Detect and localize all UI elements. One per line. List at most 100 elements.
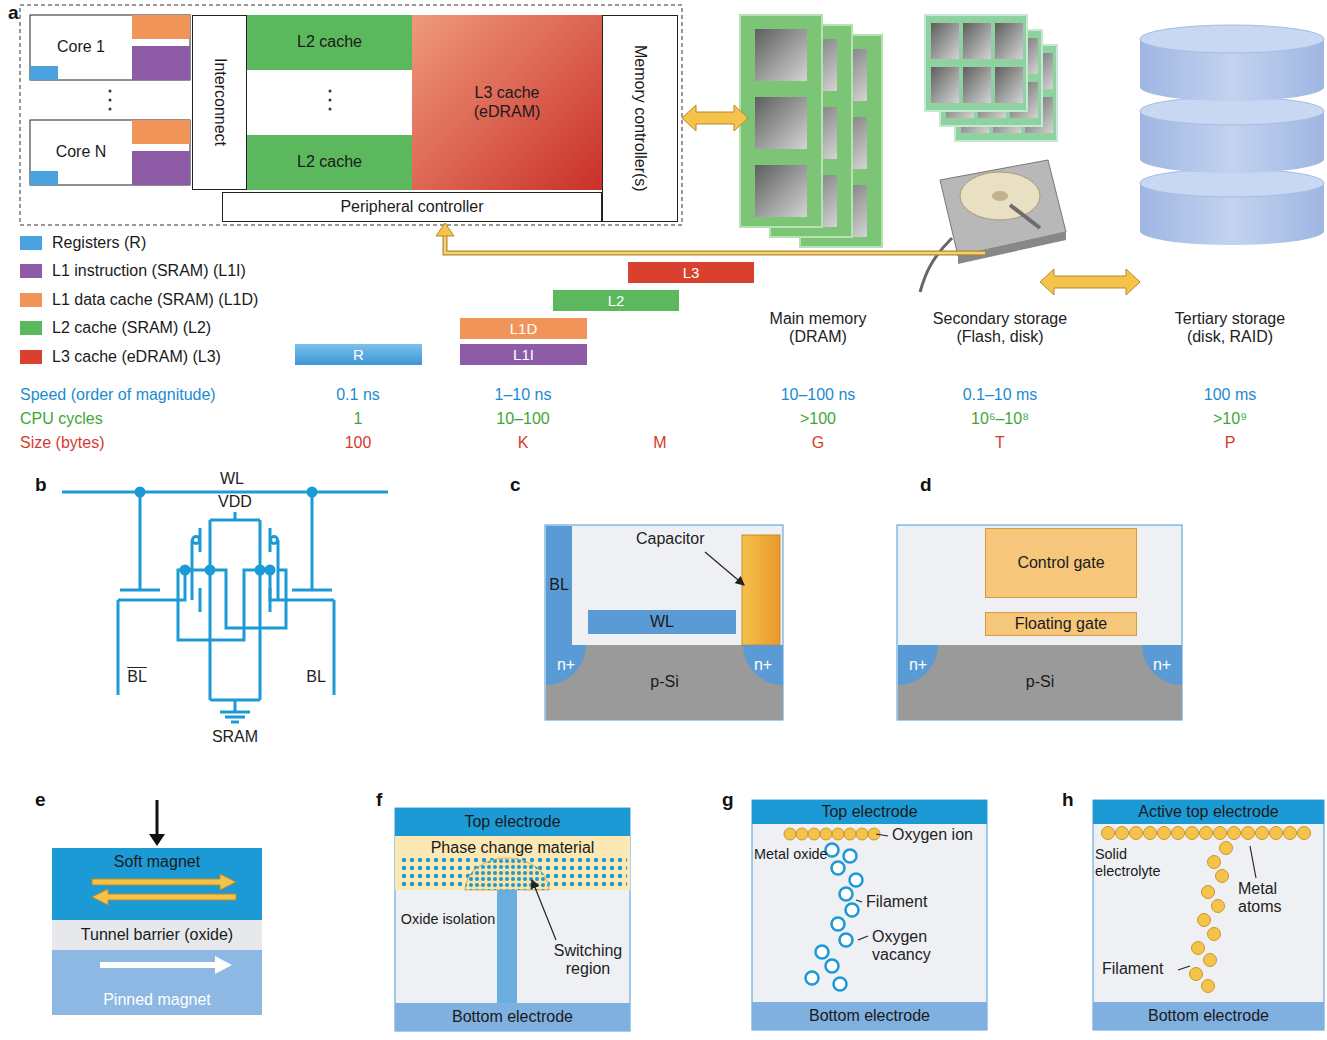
- dram-cell: [545, 525, 783, 720]
- electrode: Top electrode: [752, 800, 987, 824]
- annotation-label: 1: [258, 410, 458, 428]
- node-text: Floating gate: [1015, 615, 1108, 633]
- oxide-region: Oxide isolation: [398, 896, 498, 942]
- latency-bar: L1D: [460, 318, 587, 339]
- annotation-label: 10⁶–10⁸: [900, 410, 1100, 428]
- metal-atom: [1116, 827, 1129, 840]
- legend-swatch: [20, 264, 42, 278]
- mtj-stack: [52, 800, 262, 1015]
- oxygen-ion: [820, 828, 832, 840]
- annotation-label: BL: [37, 668, 237, 686]
- panel-letter: c: [510, 474, 521, 496]
- oxygen-ion: [808, 828, 820, 840]
- oxygen-vacancy: [840, 888, 853, 901]
- metal-atom: [1198, 914, 1211, 927]
- metal-atom: [1202, 886, 1215, 899]
- electrode: Top electrode: [395, 808, 630, 836]
- oxygen-vacancy: [850, 874, 863, 887]
- node-text: Pinned magnet: [103, 991, 211, 1009]
- metal-atom: [1220, 842, 1233, 855]
- node-text: L2: [608, 292, 625, 309]
- node-text: BL: [549, 576, 569, 594]
- annotation-label: BL: [216, 668, 416, 686]
- annotation-label: Filament: [866, 893, 927, 911]
- doped-region: n+: [743, 645, 783, 685]
- metal-atom: [1212, 900, 1225, 913]
- flash-cell: [897, 525, 1182, 720]
- flash-chip: [995, 23, 1023, 59]
- node-text: L1I: [513, 346, 534, 363]
- oxygen-vacancy: [834, 978, 847, 991]
- annotation-label: SRAM: [135, 728, 335, 746]
- node-text: L1D: [510, 320, 538, 337]
- metal-atom: [1284, 827, 1297, 840]
- node-text: Control gate: [1017, 554, 1104, 572]
- cylinder-top: [1140, 97, 1324, 125]
- memory-controller-box: Memory controller(s): [602, 15, 678, 222]
- annotation-label: Oxygen ion: [892, 826, 973, 844]
- bitline-contact: BL: [546, 526, 572, 645]
- annotation-label: 1–10 ns: [423, 386, 623, 404]
- electrode: Bottom electrode: [1093, 1002, 1324, 1030]
- annotation-label: Oxygen vacancy: [872, 928, 950, 965]
- legend-text: L3 cache (eDRAM) (L3): [52, 348, 221, 366]
- node-text: n+: [557, 656, 575, 674]
- legend-text: L2 cache (SRAM) (L2): [52, 319, 211, 337]
- metal-atom: [1216, 870, 1229, 883]
- core-box: Core 1: [30, 15, 190, 80]
- double-arrow: [682, 105, 748, 131]
- annotation-label: Size (bytes): [20, 434, 104, 452]
- annotation-label: Filament: [1102, 960, 1163, 978]
- oxygen-ion: [796, 828, 808, 840]
- node-text: Metal oxide: [754, 846, 828, 863]
- node-text: WL: [650, 613, 674, 631]
- metal-atom: [1204, 954, 1217, 967]
- node-text: Tunnel barrier (oxide): [81, 926, 233, 944]
- latency-bar: L3: [628, 262, 754, 283]
- doped-region: n+: [898, 645, 938, 685]
- oxide-region: Metal oxide: [754, 846, 828, 890]
- l3-cache-box: L3 cache (eDRAM): [412, 15, 602, 190]
- metal-atom: [1130, 827, 1143, 840]
- pcm-cell: [395, 808, 630, 1031]
- dram-chip: [755, 97, 807, 149]
- doped-region: n+: [1142, 645, 1182, 685]
- node-text: Oxide isolation: [401, 911, 495, 928]
- node-text: Core 1: [57, 38, 105, 56]
- node-text: n+: [754, 656, 772, 674]
- annotation-label: T: [900, 434, 1100, 452]
- phase-change-layer: Phase change material: [395, 836, 630, 890]
- annotation-label: Switching region: [548, 942, 628, 979]
- node-text: Peripheral controller: [340, 198, 483, 216]
- io-path: [445, 234, 985, 253]
- metal-atom: [1172, 827, 1185, 840]
- node-text: R: [353, 346, 364, 363]
- substrate: p-Sin+n+: [898, 645, 1182, 720]
- control-gate: Control gate: [985, 528, 1137, 598]
- node-text: Solid electrolyte: [1095, 846, 1195, 879]
- annotation-label: K: [423, 434, 623, 452]
- annotation-label: Tertiary storage (disk, RAID): [1160, 310, 1300, 347]
- node-text: L2 cache: [297, 33, 362, 51]
- annotation-label: 10–100: [423, 410, 623, 428]
- floating-gate: Floating gate: [985, 612, 1137, 636]
- l2-cache-box: L2 cache: [247, 135, 412, 190]
- panel-letter: d: [920, 474, 932, 496]
- node-text: Memory controller(s): [631, 45, 649, 192]
- annotation-label: Capacitor: [636, 530, 704, 548]
- node-text: Bottom electrode: [452, 1008, 573, 1026]
- core-box: Core N: [30, 120, 190, 185]
- metal-atom: [1192, 942, 1205, 955]
- metal-atom: [1190, 968, 1203, 981]
- annotation-label: Metal atoms: [1238, 880, 1302, 917]
- latency-bar: R: [295, 344, 422, 365]
- oxygen-vacancy: [832, 862, 845, 875]
- sram-schematic: [62, 488, 388, 722]
- metal-atom: [1256, 827, 1269, 840]
- electrolyte-region: Solid electrolyte: [1095, 846, 1195, 890]
- latency-bar: L2: [553, 290, 679, 311]
- electrode: Bottom electrode: [752, 1002, 987, 1030]
- oxygen-ion: [856, 828, 868, 840]
- legend-text: L1 instruction (SRAM) (L1I): [52, 262, 246, 280]
